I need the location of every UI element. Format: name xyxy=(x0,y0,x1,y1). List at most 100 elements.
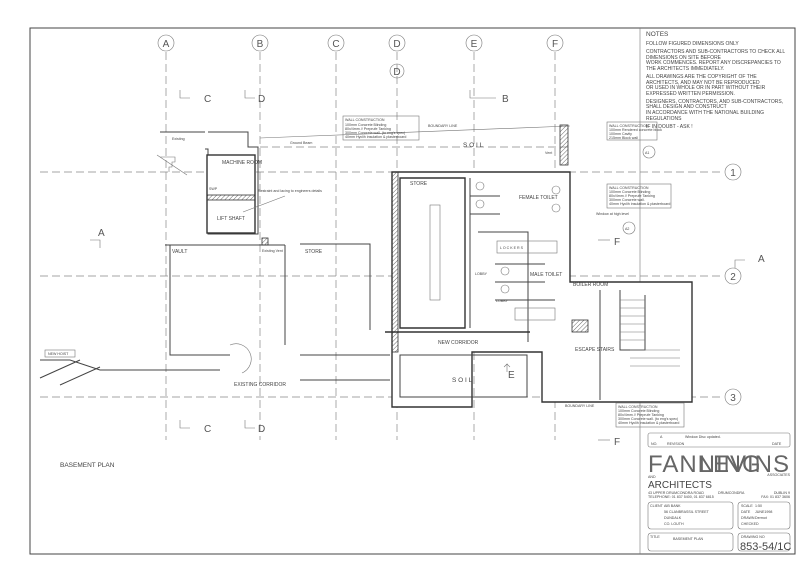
note-line: ALL DRAWINGS ARE THE COPYRIGHT OF THE AR… xyxy=(646,73,760,86)
drawing-label: DATE xyxy=(741,510,751,514)
drawing-label: Window at high level xyxy=(596,212,629,216)
drawing-label: 80x/4mm // Preprufe Tanking xyxy=(618,413,664,417)
drawing-label: Vent xyxy=(545,151,552,155)
drawing-label: A xyxy=(98,228,105,239)
wall-note-4: WALL CONSTRUCTION 100mm Concrete Blindin… xyxy=(615,402,685,428)
drawing-label: WALL CONSTRUCTION xyxy=(609,124,649,128)
drawing-label: 100mm Rendered concrete block xyxy=(609,128,662,132)
notes-heading: NOTES xyxy=(646,31,669,38)
drawing-label: WALL CONSTRUCTION xyxy=(609,186,649,190)
drawing-label: DUNDALK xyxy=(664,516,682,520)
room-lobby-1: LOBBY xyxy=(475,272,488,276)
notes-block: NOTES FOLLOW FIGURED DIMENSIONS ONLY CON… xyxy=(646,31,790,130)
drawing-label: TELEPHONE: 01 837 5400, 01 837 6815 xyxy=(648,495,714,499)
lift-core: MACHINE ROOM LIFT SHAFT SWP Existing Res… xyxy=(156,131,322,235)
drawing-label: E xyxy=(508,370,515,381)
drawing-label: 300mm Concrete wall. xyxy=(609,198,645,202)
drawing-label: CO. LOUTH xyxy=(664,522,684,526)
drawing-label: 56 CLANBRASSIL STREET xyxy=(664,510,710,514)
drawing-label: C xyxy=(204,94,211,105)
drawing-label: NO. xyxy=(651,442,657,446)
drawing-label: 100mm Concrete Blinding xyxy=(345,123,386,127)
room-store-left: STORE xyxy=(305,249,323,255)
drawing-label: 300mm Concrete wall. (to eng's spec) xyxy=(618,417,678,421)
room-lobby-2: LOBBY xyxy=(496,299,509,303)
drawing-label: 40mm Hyclih insulation & plasterboard xyxy=(618,421,679,425)
room-lift-shaft: LIFT SHAFT xyxy=(217,216,245,222)
drawing-number: 853-54/1C xyxy=(740,541,791,553)
grid-label: B xyxy=(257,39,264,50)
drawing-label: NEW HOIST xyxy=(48,352,69,356)
soil-label-bottom: S O I L xyxy=(452,377,473,384)
drawing-label: A xyxy=(660,435,663,439)
drawing-label: DRAWING NO xyxy=(741,535,765,539)
drawing-label: ARCHITECTS xyxy=(648,480,712,491)
room-existing-corridor: EXISTING CORRIDOR xyxy=(234,382,286,388)
lockers: L O C K E R S xyxy=(496,240,558,254)
sheet-border xyxy=(29,27,796,555)
firm-name-left: FANNING xyxy=(648,451,762,478)
new-building: STORE FEMALE TOILET L O C K E R S LOBBY … xyxy=(385,171,693,408)
drawing-label: 80x/4mm // Preprufe Tanking xyxy=(345,127,391,131)
drawing-label: AIB BANK xyxy=(664,504,681,508)
drawing-label: REVISION xyxy=(667,442,685,446)
drawing-label: 100mm Concrete Blinding xyxy=(609,190,650,194)
note-line: FOLLOW FIGURED DIMENSIONS ONLY xyxy=(646,41,739,47)
room-vault: VAULT xyxy=(172,249,187,255)
drawing-label: Restraint and lacing to engineers detail… xyxy=(258,189,322,193)
drawing-label: DRUMCONDRA xyxy=(718,491,745,495)
drawing-label: 1:50 xyxy=(755,504,762,508)
room-new-corridor: NEW CORRIDOR xyxy=(438,340,479,346)
grid-label: E xyxy=(471,39,478,50)
drawing-title: BASEMENT PLAN xyxy=(673,537,703,541)
wall-note-3: WALL CONSTRUCTION 100mm Concrete Blindin… xyxy=(596,183,672,235)
drawing-label: CHECKED xyxy=(741,522,759,526)
drawing-label: 43 UPPER DRUMCONDRA ROAD xyxy=(648,491,704,495)
note-line: IF IN DOUBT - ASK ! xyxy=(646,123,693,130)
lockers-2 xyxy=(514,307,556,321)
drawing-label: 100mm Concrete Blinding xyxy=(618,409,659,413)
drawing-label: 100mm Cavity xyxy=(609,132,632,136)
grid-label: 3 xyxy=(730,393,736,404)
title-block: A Window Disc updated. NO. REVISION DATE… xyxy=(647,432,791,553)
drawing-label: Window Disc updated. xyxy=(685,435,721,439)
room-store: STORE xyxy=(410,181,428,187)
drawing-label: Existing xyxy=(172,137,185,141)
drawing-label: 80x/4mm // Preprufe Tanking xyxy=(609,194,655,198)
grid-label: A xyxy=(163,39,170,50)
soil-label: S O I L xyxy=(463,142,484,149)
drawing-label: 40mm Hyclih insulation & plasterboard xyxy=(345,135,406,139)
note-line: OR USED IN WHOLE OR IN PART WITHOUT THEI… xyxy=(646,85,766,97)
note-line: CONTRACTORS AND SUB-CONTRACTORS TO CHECK… xyxy=(646,49,785,61)
drawing-label: L O C K E R S xyxy=(500,246,524,250)
drawing-label: JUNE1998 xyxy=(755,510,772,514)
drawing-label: Existing Vent xyxy=(262,249,283,253)
drawing-label: A1 xyxy=(645,151,649,155)
drawing-label: D xyxy=(258,94,265,105)
drawing-label: BOUNDARY LINE xyxy=(565,404,595,408)
drawing-label: 300mm Concrete wall. (to eng's spec) xyxy=(345,131,405,135)
drawing-label: DATE xyxy=(772,442,782,446)
room-escape-stairs: ESCAPE STAIRS xyxy=(575,347,615,353)
grid-label: 1 xyxy=(730,168,736,179)
grid-label: 2 xyxy=(730,272,736,283)
room-machine-room: MACHINE ROOM xyxy=(222,160,262,166)
drawing-label: SCALE xyxy=(741,504,753,508)
firm-name-right: LEVINS xyxy=(699,451,790,478)
drawing-label: 40mm Hyclih insulation & plasterboard xyxy=(609,202,670,206)
drawing-label: AND xyxy=(648,475,656,479)
grid-label: D xyxy=(393,67,400,78)
drawing-label: ASSOCIATES xyxy=(767,473,790,477)
drawing-label: Dermot xyxy=(755,516,767,520)
drawing-label: BOUNDARY LINE xyxy=(428,124,458,128)
drawing-label: WALL CONSTRUCTION xyxy=(618,405,658,409)
grid-label: D xyxy=(393,39,400,50)
drawing-label: SWP xyxy=(209,187,218,191)
drawing-label: DUBLIN 9 xyxy=(774,491,790,495)
grid-label: F xyxy=(552,39,558,50)
drawing-label: CLIENT xyxy=(650,504,664,508)
drawing-label: DRAWN xyxy=(741,516,755,520)
room-boiler-room: BOILER ROOM xyxy=(573,282,608,288)
room-female-toilet: FEMALE TOILET xyxy=(519,195,558,201)
